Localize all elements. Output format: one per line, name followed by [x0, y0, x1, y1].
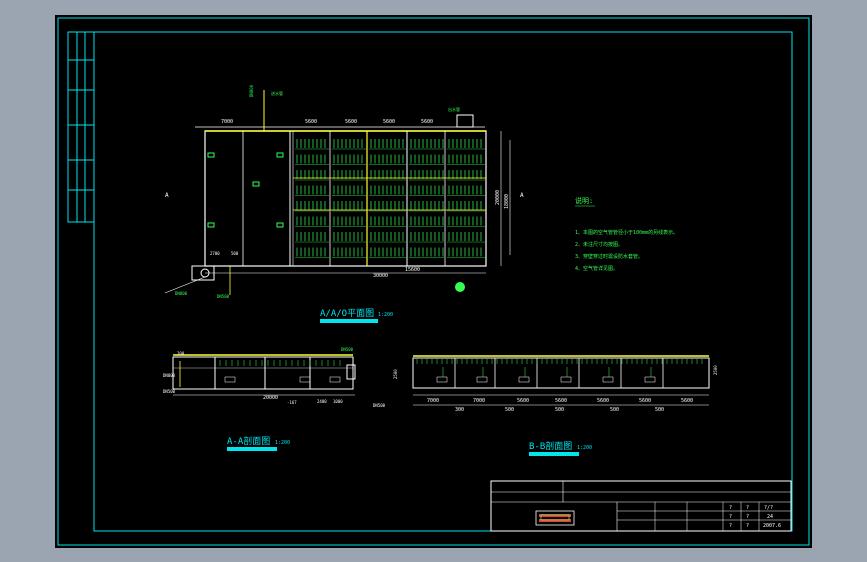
plan-left-dim: 2700	[210, 251, 220, 256]
svg-text:A/A/O平面图: A/A/O平面图	[320, 308, 374, 319]
section-bb[interactable]: 7000 7000 5600 5600 5600 5600 5600 300 500 500 500…	[393, 355, 718, 413]
valve-icon[interactable]	[276, 222, 284, 228]
tb-cell: ?	[729, 523, 732, 529]
note-item: 4、空气管详见图。	[575, 265, 618, 272]
inner-frame	[93, 31, 793, 532]
svg-text:2500: 2500	[393, 369, 398, 379]
aa-label: 200	[177, 351, 185, 356]
plan-bottom-dim: 30000	[373, 273, 388, 279]
note-item: 3、穿壁穿过时需设防水套管。	[575, 253, 643, 260]
tb-cell: 24	[767, 514, 773, 520]
aa-dim: 20000	[263, 395, 278, 401]
note-item: 2、未注尺寸均按图。	[575, 241, 623, 248]
plan-top-dim: 7000	[221, 119, 233, 125]
tb-cell: ?/?	[764, 505, 773, 511]
section-marker-left: A	[165, 192, 169, 199]
svg-text:DN500: DN500	[341, 347, 354, 352]
svg-text:1:200: 1:200	[577, 445, 592, 451]
binding-strip	[67, 31, 95, 223]
tb-cell: ?	[729, 505, 732, 511]
tb-cell: ?	[746, 514, 749, 520]
bb-dim: 5600	[517, 398, 529, 404]
aa-dim: 2400	[317, 399, 327, 404]
plan-top-dim: 5600	[383, 119, 395, 125]
bb-dim: 5600	[681, 398, 693, 404]
aa-label: -167	[287, 400, 297, 405]
plan-view[interactable]: 7000 5600 5600 5600 5600	[164, 84, 524, 299]
aa-label: DN500	[163, 389, 176, 394]
section-aa[interactable]: 200 DN800 DN500 -167 DN500 20000 2400 10…	[163, 347, 386, 408]
plan-top-dim: 5600	[345, 119, 357, 125]
valve-icon[interactable]	[252, 181, 260, 187]
svg-text:B-B剖面图: B-B剖面图	[529, 440, 572, 452]
notes-heading: 说明:	[575, 196, 593, 205]
tb-cell: ?	[746, 523, 749, 529]
outlet-label: 出水管	[448, 106, 460, 112]
plan-right-dim: 18000	[504, 194, 510, 209]
tank-outline	[204, 130, 487, 267]
bb-dim2: 500	[655, 407, 664, 413]
section-bb-title: B-B剖面图 1:200	[529, 440, 592, 456]
tb-cell: ?	[746, 505, 749, 511]
section-aa-title: A-A剖面图 1:200	[227, 435, 290, 451]
valve-icon[interactable]	[276, 152, 284, 158]
plan-left-dim: 500	[231, 251, 239, 256]
north-arrow-icon	[455, 282, 465, 292]
title-block[interactable]: ? ? ?/? ? ? 24 ? ? 2007.6	[490, 480, 792, 532]
svg-text:DN500: DN500	[217, 294, 230, 299]
svg-text:DN800: DN800	[249, 84, 254, 97]
plan-right-dim: 20000	[495, 190, 501, 205]
svg-text:A-A剖面图: A-A剖面图	[227, 435, 270, 447]
svg-text:1:200: 1:200	[275, 440, 290, 446]
valve-icon[interactable]	[207, 222, 215, 228]
bb-dim: 5600	[555, 398, 567, 404]
drawing-canvas[interactable]: 7000 5600 5600 5600 5600	[55, 15, 812, 548]
tb-cell: ?	[729, 514, 732, 520]
drawing-sheet: 7000 5600 5600 5600 5600	[55, 15, 812, 548]
company-logo-icon	[535, 510, 575, 526]
bb-dim2: 500	[555, 407, 564, 413]
aa-label: DN500	[373, 403, 386, 408]
bb-dim2: 500	[610, 407, 619, 413]
svg-text:2500: 2500	[713, 365, 718, 375]
section-marker-right: A	[520, 192, 524, 199]
svg-text:1:200: 1:200	[378, 312, 393, 318]
plan-top-dim: 5600	[421, 119, 433, 125]
valve-icon[interactable]	[207, 152, 215, 158]
plan-bottom-dim: 15600	[405, 267, 420, 273]
plan-top-dim: 5600	[305, 119, 317, 125]
bb-dim: 5600	[597, 398, 609, 404]
inlet-label: 进水管	[271, 90, 283, 96]
tb-cell: 2007.6	[763, 523, 781, 529]
plan-title: A/A/O平面图 1:200	[320, 308, 393, 323]
svg-text:DN800: DN800	[175, 291, 188, 296]
aa-label: DN800	[163, 373, 176, 378]
aa-dim: 1000	[333, 399, 343, 404]
note-item: 1、本图的空气管管径小于100mm的另线表示。	[575, 229, 678, 236]
bb-dim2: 500	[505, 407, 514, 413]
bb-dim2: 300	[455, 407, 464, 413]
outer-frame	[57, 17, 810, 546]
bb-dim: 5600	[639, 398, 651, 404]
bb-dim: 7000	[427, 398, 439, 404]
aeration-grid	[295, 139, 485, 258]
bb-dim: 7000	[473, 398, 485, 404]
notes-block: 说明: 1、本图的空气管管径小于100mm的另线表示。 2、未注尺寸均按图。 3…	[575, 196, 678, 272]
